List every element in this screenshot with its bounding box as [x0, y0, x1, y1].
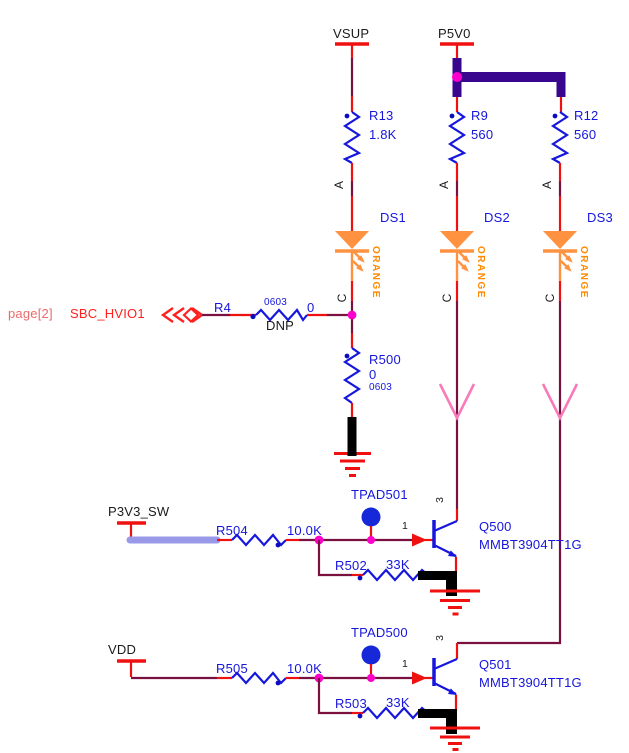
resistor-symbol-r505[interactable]: [231, 671, 287, 686]
resistor-value-r13: 1.8K: [369, 127, 397, 142]
resistor-value-r505: 10.0K: [287, 661, 322, 676]
resistor-value-r503: 33K: [386, 695, 410, 710]
wire-arrow-ds2: [438, 383, 476, 421]
resistor-symbol-r13[interactable]: [342, 111, 362, 164]
resistor-ref-r13: R13: [369, 108, 394, 123]
resistor-value-r504: 10.0K: [287, 523, 322, 538]
resistor-ref-r12: R12: [574, 108, 599, 123]
pin-name-cathode-ds3: C: [543, 293, 557, 303]
resistor-ref-r4: R4: [214, 300, 232, 315]
offpage-connector-symbol[interactable]: [160, 306, 205, 324]
power-symbol-vdd[interactable]: [117, 659, 146, 677]
power-symbol-vsup[interactable]: [335, 42, 369, 58]
junction-dot-r4-ds1: [347, 310, 357, 320]
junction-dot-p5v0: [452, 72, 462, 82]
resistor-symbol-r500[interactable]: [342, 347, 362, 404]
offpage-page-ref: page[2]: [8, 306, 53, 321]
signal-arrow-q501-base: [412, 671, 427, 685]
signal-arrow-q500-base: [412, 533, 427, 547]
led-color-label-ds3: ORANGE: [578, 246, 589, 299]
pin-name-anode-ds2: A: [437, 181, 451, 190]
transistor-symbol-q501[interactable]: [432, 657, 458, 695]
junction-dot-tpad501: [367, 536, 375, 544]
resistor-footprint-r4: 0603: [264, 297, 288, 308]
resistor-dnp-r4: DNP: [266, 318, 295, 333]
resistor-ref-r504: R504: [216, 523, 248, 538]
testpad-symbol-tpad500[interactable]: [361, 645, 381, 679]
pin-name-cathode-ds2: C: [440, 293, 454, 303]
wire-arrow-ds3: [541, 383, 579, 421]
pin-number-q500-base: 1: [402, 520, 409, 532]
junction-dot-tpad500: [367, 674, 375, 682]
led-color-label-ds1: ORANGE: [370, 246, 381, 299]
transistor-part-q500: MMBT3904TT1G: [479, 537, 582, 552]
led-ref-ds3: DS3: [587, 210, 613, 225]
pin-name-anode-ds3: A: [540, 181, 554, 190]
resistor-ref-r9: R9: [471, 108, 489, 123]
transistor-ref-q500: Q500: [479, 519, 512, 534]
resistor-symbol-r4[interactable]: [250, 308, 308, 322]
transistor-part-q501: MMBT3904TT1G: [479, 675, 582, 690]
testpad-symbol-tpad501[interactable]: [361, 507, 381, 541]
offpage-net-name[interactable]: SBC_HVIO1: [70, 306, 145, 321]
resistor-value-r502: 33K: [386, 557, 410, 572]
resistor-footprint-r500: 0603: [369, 382, 393, 393]
led-ref-ds1: DS1: [380, 210, 406, 225]
power-symbol-p3v3-sw[interactable]: [117, 521, 146, 538]
resistor-ref-r503: R503: [335, 696, 367, 711]
testpad-label-tpad501: TPAD501: [351, 487, 408, 502]
resistor-symbol-r504[interactable]: [231, 533, 287, 548]
resistor-value-r9: 560: [471, 127, 494, 142]
ground-symbol-q500[interactable]: [418, 557, 480, 616]
pin-number-q501-collector: 3: [434, 635, 446, 641]
wire-ds3-q501: [455, 281, 562, 659]
resistor-ref-r502: R502: [335, 558, 367, 573]
testpad-label-tpad500: TPAD500: [351, 625, 408, 640]
power-label-p5v0: P5V0: [438, 26, 471, 41]
resistor-value-r12: 560: [574, 127, 597, 142]
power-symbol-p5v0[interactable]: [440, 42, 474, 58]
led-symbol-ds3[interactable]: [543, 231, 577, 281]
led-color-label-ds2: ORANGE: [475, 246, 486, 299]
pin-number-q500-collector: 3: [434, 497, 446, 503]
power-label-vdd: VDD: [108, 642, 137, 657]
led-ref-ds2: DS2: [484, 210, 510, 225]
pin-name-anode-ds1: A: [332, 181, 346, 190]
resistor-ref-r505: R505: [216, 661, 248, 676]
power-label-p3v3-sw: P3V3_SW: [108, 504, 170, 519]
resistor-value-r500: 0: [369, 367, 377, 382]
ground-symbol-q501[interactable]: [418, 695, 480, 751]
pin-name-cathode-ds1: C: [335, 293, 349, 303]
transistor-symbol-q500[interactable]: [432, 519, 458, 557]
ground-symbol-r500[interactable]: [334, 403, 371, 477]
resistor-value-r4: 0: [307, 300, 315, 315]
bus-p5v0[interactable]: [452, 58, 566, 97]
pin-number-q501-base: 1: [402, 658, 409, 670]
transistor-ref-q501: Q501: [479, 657, 512, 672]
led-symbol-ds2[interactable]: [440, 231, 474, 281]
resistor-symbol-r9[interactable]: [447, 111, 467, 164]
resistor-ref-r500: R500: [369, 352, 401, 367]
led-symbol-ds1[interactable]: [335, 231, 369, 281]
resistor-symbol-r12[interactable]: [550, 111, 570, 164]
power-label-vsup: VSUP: [333, 26, 370, 41]
